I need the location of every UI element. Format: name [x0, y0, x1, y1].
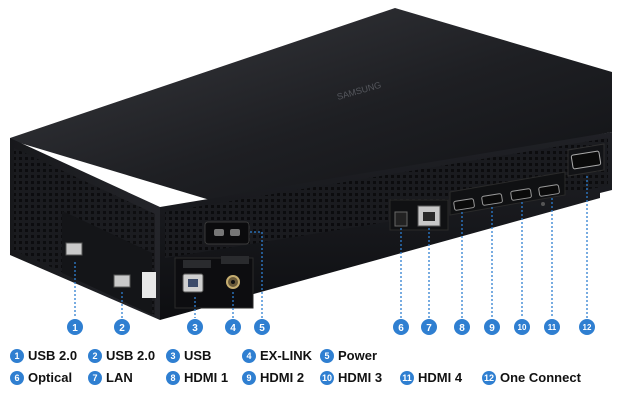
legend-badge: 11 [400, 370, 414, 385]
optical-port [394, 211, 408, 227]
hdmi-bay [449, 171, 566, 216]
callout-circle-8 [454, 319, 470, 335]
legend-badge: 6 [10, 370, 24, 385]
usb-port-2 [113, 274, 131, 288]
power-pin-left [214, 229, 224, 236]
legend-badge: 3 [166, 348, 180, 363]
callout-label-3: 3 [192, 323, 198, 334]
legend-badge: 5 [320, 348, 334, 363]
legend-item-2: 2 USB 2.0 [88, 348, 155, 363]
callout-circle-12 [579, 319, 595, 335]
callout-circle-2 [114, 319, 130, 335]
legend-item-3: 3 USB [166, 348, 211, 363]
legend-item-11: 11 HDMI 4 [400, 370, 462, 385]
legend-badge: 2 [88, 348, 102, 363]
callout-circle-6 [393, 319, 409, 335]
legend-badge: 7 [88, 370, 102, 385]
legend-label: USB [184, 348, 212, 363]
callout-label-12: 12 [583, 323, 592, 332]
legend-label: HDMI 3 [338, 370, 383, 385]
front-mesh [165, 138, 608, 258]
legend-badge: 9 [242, 370, 256, 385]
legend-label: USB 2.0 [28, 348, 78, 363]
usb-port-1 [65, 242, 83, 256]
callout-label-8: 8 [459, 323, 465, 334]
one-connect-port [570, 150, 602, 170]
leader-lines [74, 176, 588, 318]
side-port-plate [62, 210, 152, 315]
status-led [541, 202, 545, 206]
callout-circle-9 [484, 319, 500, 335]
legend-item-4: 4 EX-LINK [242, 348, 312, 363]
legend-badge: 4 [242, 348, 256, 363]
callout-label-7: 7 [426, 323, 432, 334]
legend-badge: 8 [166, 370, 180, 385]
callout-label-4: 4 [230, 323, 236, 334]
power-pin-right [230, 229, 240, 236]
legend-label: HDMI 2 [260, 370, 305, 385]
exlink-jack-hole [231, 280, 235, 284]
callout-label-9: 9 [489, 323, 495, 334]
legend-label: Optical [28, 370, 73, 385]
legend-badge: 12 [482, 370, 496, 385]
callout-circle-3 [187, 319, 203, 335]
callout-circle-5 [254, 319, 270, 335]
legend-item-9: 9 HDMI 2 [242, 370, 304, 385]
hdmi-port-2 [481, 193, 503, 206]
callout-label-2: 2 [119, 323, 125, 334]
callout-circle-10 [514, 319, 530, 335]
exlink-label-plate [221, 256, 249, 264]
hdmi-port-4 [538, 184, 560, 197]
usb-label-plate [183, 260, 211, 268]
callout-label-11: 11 [548, 323, 557, 332]
legend-label: HDMI 1 [184, 370, 229, 385]
port-legend: 1 USB 2.0 2 USB 2.0 3 USB 4 EX-LINK 5 Power 6… [10, 348, 620, 388]
legend-badge: 1 [10, 348, 24, 363]
power-socket [204, 221, 250, 245]
callout-label-10: 10 [518, 323, 527, 332]
legend-label: One Connect [500, 370, 581, 385]
legend-item-10: 10 HDMI 3 [320, 370, 382, 385]
legend-label: USB 2.0 [106, 348, 156, 363]
legend-badge: 10 [320, 370, 334, 385]
callout-markers: 1 2 3 4 5 6 7 8 9 10 11 12 [67, 319, 595, 335]
hdmi-port-1 [453, 198, 475, 211]
legend-item-1: 1 USB 2.0 [10, 348, 77, 363]
legend-item-6: 6 Optical [10, 370, 72, 385]
lan-port-socket [423, 212, 435, 221]
callout-label-1: 1 [72, 323, 78, 334]
side-label-sticker [142, 272, 156, 298]
legend-label: LAN [106, 370, 133, 385]
legend-label: Power [338, 348, 378, 363]
device-top-surface [10, 8, 612, 206]
callout-label-6: 6 [398, 323, 404, 334]
callout-label-5: 5 [259, 323, 265, 334]
leader-5 [250, 231, 263, 318]
legend-item-12: 12 One Connect [482, 370, 581, 385]
callout-circle-7 [421, 319, 437, 335]
legend-item-7: 7 LAN [88, 370, 133, 385]
callout-circle-4 [225, 319, 241, 335]
legend-label: HDMI 4 [418, 370, 463, 385]
legend-label: EX-LINK [260, 348, 312, 363]
callout-circle-1 [67, 319, 83, 335]
hdmi-port-3 [510, 188, 532, 201]
legend-item-8: 8 HDMI 1 [166, 370, 228, 385]
usb-b-insert [188, 279, 198, 287]
legend-item-5: 5 Power [320, 348, 377, 363]
callout-circle-11 [544, 319, 560, 335]
